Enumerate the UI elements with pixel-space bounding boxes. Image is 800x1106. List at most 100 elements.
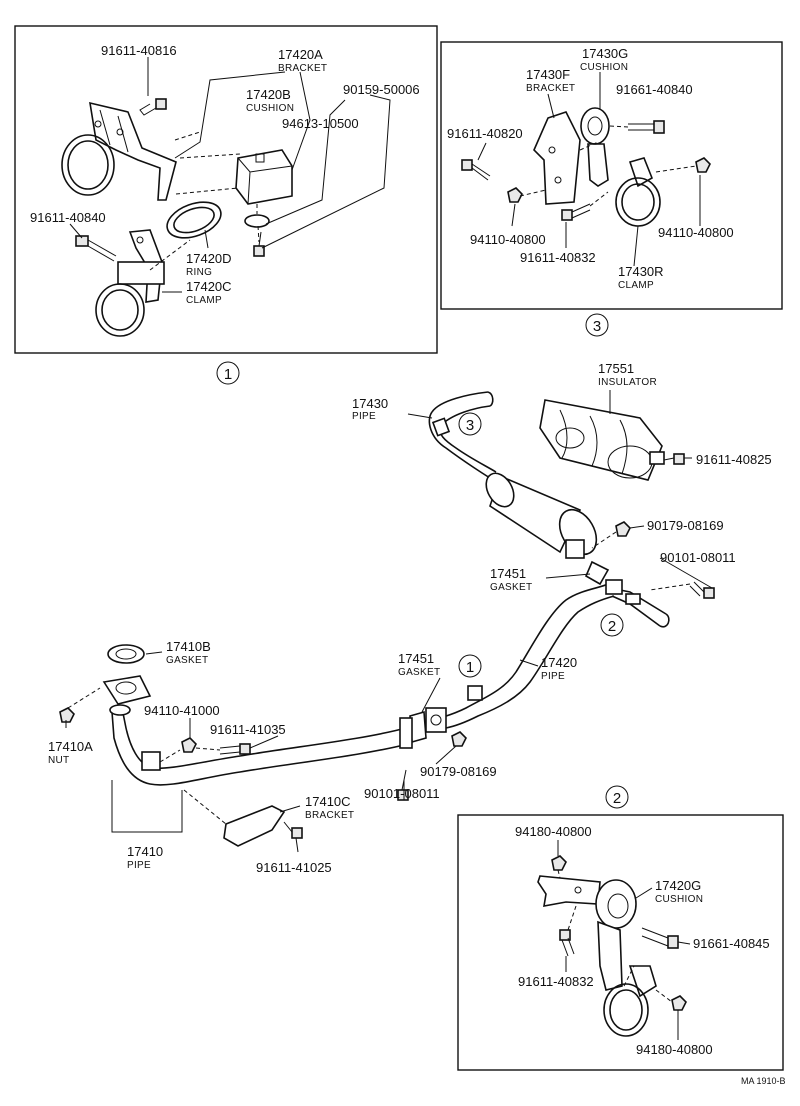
main-part-no-8: 17451	[398, 651, 434, 666]
b1-part-no-2: 17420A	[278, 47, 323, 62]
detail-box-2-frame	[457, 814, 784, 1071]
nut-90179-08169-lower-drawing	[451, 731, 467, 747]
main-part-no-10: 94110-41000	[144, 703, 220, 718]
main-part-name-1: PIPE	[352, 411, 376, 422]
main-marker-1	[458, 654, 482, 678]
detail-marker-3-label: 3	[593, 318, 601, 335]
main-assembly: 17430 PIPE 17551 INSULATOR 91611-40825 9…	[48, 361, 772, 875]
clamp-17430r-drawing	[615, 157, 661, 227]
clamp-b2-drawing	[603, 965, 657, 1037]
main-part-no-15: 17410C	[305, 794, 351, 809]
bracket-17420a-drawing	[61, 101, 177, 201]
main-marker-2-label: 2	[608, 618, 616, 635]
detail-box-3: 17430G CUSHION 17430F BRACKET 91661-4084…	[440, 41, 783, 337]
clamp-17420c-drawing	[95, 229, 165, 337]
main-part-name-7: GASKET	[166, 655, 208, 666]
main-part-no-4: 90179-08169	[647, 518, 724, 533]
main-part-no-16: 91611-41025	[256, 860, 332, 875]
nut-90179-08169-upper-drawing	[615, 521, 631, 537]
bracket-17410c-drawing	[223, 805, 286, 847]
main-part-no-11: 91611-41035	[210, 722, 286, 737]
main-part-no-17: 17410	[127, 844, 163, 859]
pipe-17420-drawing	[425, 579, 670, 733]
bolt-91611-41025-drawing	[283, 821, 303, 839]
b3-part-no-6: 94110-40800	[658, 225, 734, 240]
main-marker-1-label: 1	[466, 659, 474, 676]
b1-part-no-4: 90159-50006	[343, 82, 420, 97]
figure-reference: MA 1910-B	[741, 1076, 786, 1086]
main-marker-3-label: 3	[466, 417, 474, 434]
detail-box-2: 2	[457, 785, 784, 1071]
main-part-name-12: NUT	[48, 755, 69, 766]
detail-marker-3	[585, 313, 609, 337]
washer-94613-10500-drawing	[244, 214, 270, 228]
b3-part-no-1: 17430G	[582, 46, 628, 61]
main-part-name-8: GASKET	[398, 667, 440, 678]
b1-part-no-1: 91611-40816	[101, 43, 177, 58]
b3-part-no-2: 17430F	[526, 67, 570, 82]
b2-part-no-5: 94180-40800	[636, 1042, 713, 1057]
b1-part-no-3: 17420B	[246, 87, 291, 102]
detail-box-1: 91611-40816 17420A BRACKET 17420B CUSHIO…	[14, 25, 438, 385]
main-part-name-5: GASKET	[490, 582, 532, 593]
main-part-name-15: BRACKET	[305, 810, 354, 821]
b2-part-no-3: 91661-40845	[693, 936, 770, 951]
insulator-17551-drawing	[539, 399, 665, 481]
main-part-no-6: 90101-08011	[660, 550, 736, 565]
main-part-name-9: PIPE	[541, 671, 565, 682]
bolt-90101-08011-upper-drawing	[689, 581, 715, 599]
nut-94180-40800-lower-drawing	[671, 995, 687, 1011]
b3-part-no-5: 94110-40800	[470, 232, 546, 247]
nut-94110-40800-right-drawing	[695, 157, 711, 173]
bolt-91611-40832-b2-drawing	[559, 929, 575, 957]
main-marker-2	[600, 613, 624, 637]
main-part-no-9: 17420	[541, 655, 577, 670]
nut-94110-40800-left-drawing	[507, 187, 523, 203]
nut-94110-41000-drawing	[181, 737, 197, 753]
bracket-17430f-drawing	[533, 111, 581, 205]
bracket-17420g-mount-drawing	[537, 875, 601, 907]
main-marker-3	[458, 412, 482, 436]
main-part-no-13: 90179-08169	[420, 764, 497, 779]
b3-part-no-3: 91661-40840	[616, 82, 693, 97]
muffler-drawing	[485, 472, 598, 559]
b3-part-no-8: 17430R	[618, 264, 664, 279]
b2-part-no-2: 17420G	[655, 878, 701, 893]
b2-part-name-2: CUSHION	[655, 894, 703, 905]
b1-part-no-8: 17420C	[186, 279, 232, 294]
bolt-91611-40820-drawing	[461, 159, 491, 181]
cushion-17430g-drawing	[580, 107, 610, 187]
b1-part-name-7: RING	[186, 267, 212, 278]
detail-marker-2-label: 2	[613, 790, 621, 807]
gasket-17451-upper-drawing	[584, 560, 610, 586]
b3-part-no-7: 91611-40832	[520, 250, 596, 265]
main-part-no-2: 17551	[598, 361, 634, 376]
main-part-no-14: 90101-08011	[364, 786, 440, 801]
b3-part-name-8: CLAMP	[618, 280, 654, 291]
b1-part-name-2: BRACKET	[278, 63, 327, 74]
bolt-91611-40832-drawing	[561, 203, 591, 221]
main-part-no-1: 17430	[352, 396, 388, 411]
b1-part-no-7: 17420D	[186, 251, 232, 266]
pipe-17430-drawing	[431, 391, 489, 413]
b3-part-name-2: BRACKET	[526, 83, 575, 94]
main-part-no-3: 91611-40825	[696, 452, 772, 467]
b1-part-no-5: 94613-10500	[282, 116, 359, 131]
cushion-17420b-drawing	[235, 149, 293, 205]
bolt-91611-40840-drawing	[75, 235, 117, 262]
bolt-91611-40816-drawing	[139, 98, 167, 116]
pipe-17410-drawing	[102, 675, 413, 786]
main-part-name-17: PIPE	[127, 860, 151, 871]
b3-part-no-4: 91611-40820	[447, 126, 523, 141]
detail-box-3-frame	[440, 41, 783, 310]
main-part-no-7: 17410B	[166, 639, 211, 654]
bolt-91661-40840-drawing	[628, 120, 665, 134]
bolt-90159-50006-drawing	[253, 231, 265, 257]
main-part-no-5: 17451	[490, 566, 526, 581]
b3-part-name-1: CUSHION	[580, 62, 628, 73]
bolt-91661-40845-drawing	[641, 927, 679, 949]
nut-17410a-drawing	[59, 707, 75, 723]
detail-marker-1-label: 1	[224, 366, 232, 383]
detail-marker-2	[605, 785, 629, 809]
